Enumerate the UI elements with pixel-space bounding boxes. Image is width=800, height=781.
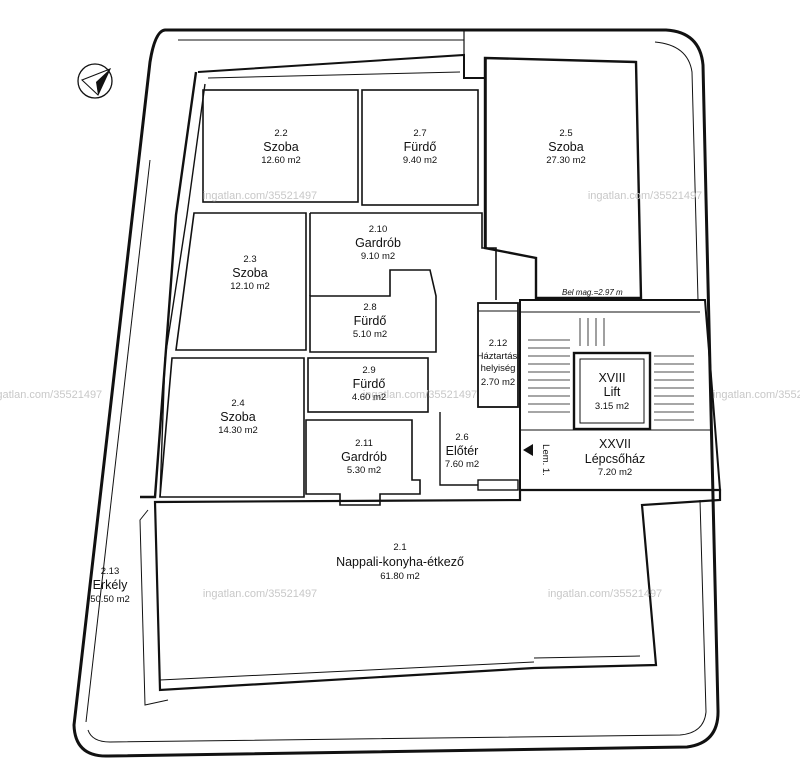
- stair-arrow-icon: [523, 444, 533, 456]
- room-label-2-13: 2.13 Erkély 50.50 m2: [90, 566, 130, 605]
- room-2-11-outline: [305, 419, 421, 506]
- svg-text:ingatlan.com/35521497: ingatlan.com/35521497: [588, 190, 702, 202]
- svg-text:61.80 m2: 61.80 m2: [380, 571, 420, 582]
- room-label-2-3: 2.3 Szoba 12.10 m2: [230, 254, 270, 292]
- room-2-5-outline: [483, 56, 643, 300]
- room-label-2-4: 2.4 Szoba 14.30 m2: [218, 398, 258, 436]
- svg-text:ingatlan.com/35521497: ingatlan.com/35521497: [203, 588, 317, 600]
- svg-text:ingatlan.com/35521497: ingatlan.com/35521497: [203, 190, 317, 202]
- svg-text:2.10: 2.10: [369, 224, 388, 235]
- svg-text:Előtér: Előtér: [446, 444, 479, 458]
- svg-text:2.5: 2.5: [559, 128, 572, 139]
- svg-text:2.4: 2.4: [231, 398, 244, 409]
- svg-text:12.10 m2: 12.10 m2: [230, 281, 270, 292]
- svg-text:Nappali-konyha-étkező: Nappali-konyha-étkező: [336, 555, 464, 569]
- svg-text:2.7: 2.7: [413, 128, 426, 139]
- svg-text:2.8: 2.8: [363, 302, 376, 313]
- room-label-2-7: 2.7 Fürdő 9.40 m2: [403, 128, 437, 166]
- svg-text:Szoba: Szoba: [548, 140, 583, 154]
- watermarks: ingatlan.com/35521497 ingatlan.com/35521…: [0, 190, 800, 600]
- svg-text:2.12: 2.12: [489, 338, 508, 349]
- svg-text:ingatlan.com/35521497: ingatlan.com/35521497: [0, 389, 102, 401]
- svg-text:2.13: 2.13: [101, 566, 120, 577]
- outer-boundary: [72, 28, 720, 758]
- svg-text:XVIII: XVIII: [598, 371, 625, 385]
- svg-text:ingatlan.com/35521497: ingatlan.com/35521497: [548, 588, 662, 600]
- lift-shaft-outline: [572, 351, 652, 431]
- room-label-staircase: XXVII Lépcsőház 7.20 m2: [585, 437, 645, 478]
- svg-text:Gardrób: Gardrób: [355, 236, 401, 250]
- north-arrow-icon: [77, 63, 113, 99]
- room-2-1-outline: [153, 488, 722, 692]
- svg-text:5.10 m2: 5.10 m2: [353, 329, 387, 340]
- svg-text:Fürdő: Fürdő: [354, 314, 387, 328]
- svg-text:50.50 m2: 50.50 m2: [90, 594, 130, 605]
- svg-text:Szoba: Szoba: [263, 140, 298, 154]
- svg-text:14.30 m2: 14.30 m2: [218, 425, 258, 436]
- svg-text:ingatlan.com/35521497: ingatlan.com/35521497: [713, 389, 800, 401]
- svg-text:9.10 m2: 9.10 m2: [361, 251, 395, 262]
- svg-text:3.15 m2: 3.15 m2: [595, 401, 629, 412]
- room-label-2-6: 2.6 Előtér 7.60 m2: [445, 432, 479, 470]
- svg-text:Fürdő: Fürdő: [404, 140, 437, 154]
- room-label-2-1: 2.1 Nappali-konyha-étkező 61.80 m2: [336, 542, 464, 582]
- room-2-2-outline: [202, 89, 359, 203]
- svg-text:7.60 m2: 7.60 m2: [445, 459, 479, 470]
- svg-text:12.60 m2: 12.60 m2: [261, 155, 301, 166]
- svg-text:Fürdő: Fürdő: [353, 377, 386, 391]
- svg-text:Lépcsőház: Lépcsőház: [585, 452, 645, 466]
- room-label-lift: XVIII Lift 3.15 m2: [595, 371, 629, 412]
- svg-text:2.9: 2.9: [362, 365, 375, 376]
- ceiling-height-note: Bel mag.=2.97 m: [562, 288, 623, 297]
- room-2-9-outline: [307, 357, 429, 413]
- svg-text:5.30 m2: 5.30 m2: [347, 465, 381, 476]
- svg-text:Szoba: Szoba: [232, 266, 267, 280]
- room-2-7-outline: [361, 89, 479, 206]
- room-label-2-8: 2.8 Fürdő 5.10 m2: [353, 302, 387, 340]
- room-2-3-outline: [175, 212, 307, 351]
- room-label-2-10: 2.10 Gardrób 9.10 m2: [355, 224, 401, 262]
- svg-text:2.2: 2.2: [274, 128, 287, 139]
- svg-text:2.11: 2.11: [355, 438, 373, 449]
- svg-text:7.20 m2: 7.20 m2: [598, 467, 632, 478]
- svg-text:ingatlan.com/35521497: ingatlan.com/35521497: [363, 389, 477, 401]
- svg-text:2.1: 2.1: [393, 542, 406, 553]
- room-2-8-outline: [309, 269, 437, 353]
- svg-text:2.3: 2.3: [243, 254, 256, 265]
- svg-text:4.60 m2: 4.60 m2: [352, 392, 386, 403]
- svg-text:2.6: 2.6: [455, 432, 468, 443]
- stair-landing-mark: Lem. 1.: [540, 444, 551, 476]
- room-label-2-11: 2.11 Gardrób 5.30 m2: [341, 438, 387, 476]
- svg-text:Szoba: Szoba: [220, 410, 255, 424]
- svg-text:27.30 m2: 27.30 m2: [546, 155, 586, 166]
- svg-text:9.40 m2: 9.40 m2: [403, 155, 437, 166]
- svg-text:Erkély: Erkély: [93, 578, 128, 592]
- room-2-10-outline: [309, 212, 497, 300]
- room-label-2-5: 2.5 Szoba 27.30 m2: [546, 128, 586, 166]
- room-label-2-2: 2.2 Szoba 12.60 m2: [261, 128, 301, 166]
- svg-text:2.70 m2: 2.70 m2: [481, 377, 515, 388]
- svg-text:Lift: Lift: [604, 385, 621, 399]
- room-2-4-outline: [159, 357, 305, 498]
- room-label-2-9: 2.9 Fürdő 4.60 m2: [352, 365, 386, 403]
- building-walls: [139, 53, 722, 706]
- svg-text:XXVII: XXVII: [599, 437, 631, 451]
- svg-text:Gardrób: Gardrób: [341, 450, 387, 464]
